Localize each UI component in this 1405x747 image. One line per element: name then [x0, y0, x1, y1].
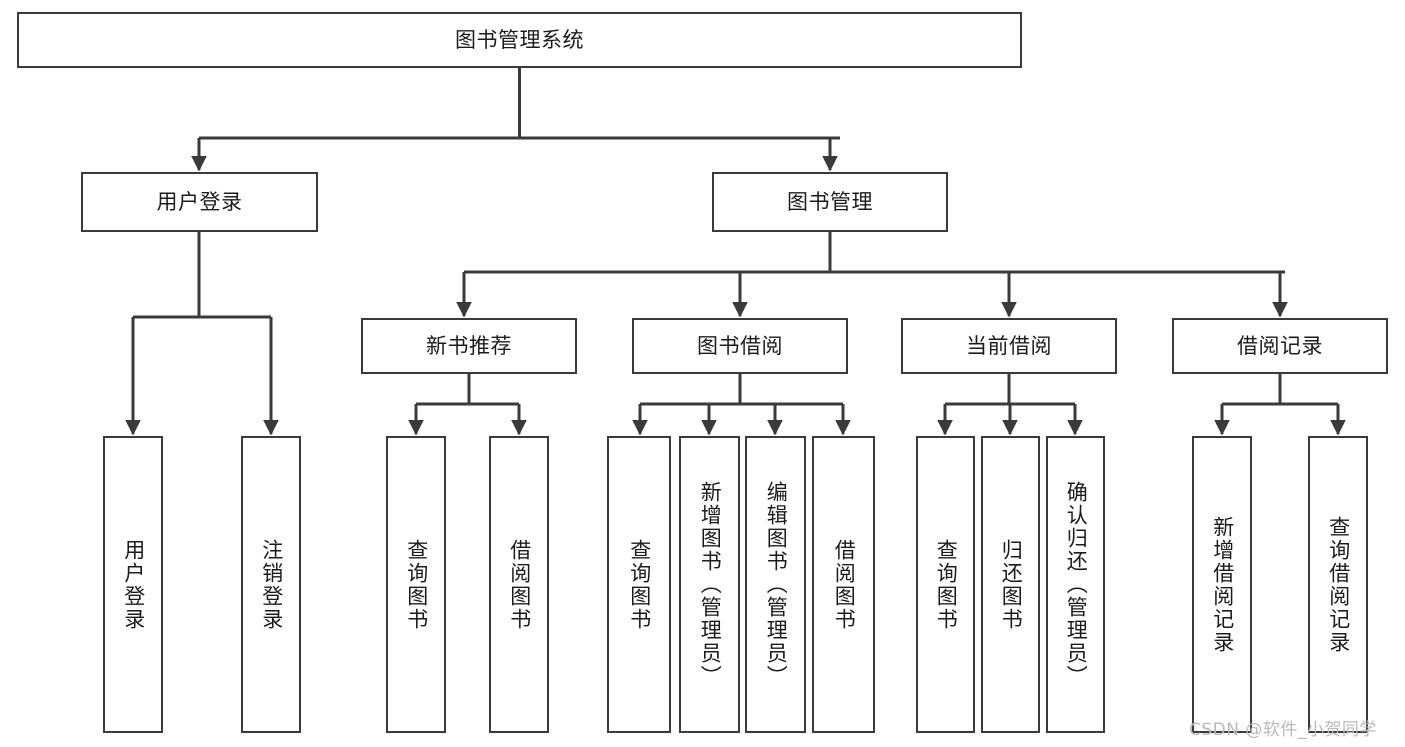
leaf-query-book-1-label: 查询图书: [404, 538, 429, 631]
csdn-watermark: CSDN @软件_小贺同学: [1189, 720, 1377, 740]
leaf-query-record-label: 查询借阅记录: [1326, 515, 1351, 654]
leaf-user-login-label: 用户登录: [121, 538, 146, 631]
leaf-borrow-book-2[interactable]: 借阅图书: [812, 436, 875, 733]
leaf-query-book-3[interactable]: 查询图书: [916, 436, 975, 733]
leaf-add-book[interactable]: 新增图书（管理员）: [679, 436, 740, 733]
leaf-borrow-book-1[interactable]: 借阅图书: [489, 436, 549, 733]
node-user-login[interactable]: 用户登录: [81, 172, 318, 232]
node-root-label: 图书管理系统: [455, 27, 584, 52]
node-current-borrow-label: 当前借阅: [966, 333, 1052, 358]
node-book-borrow-label: 图书借阅: [697, 333, 783, 358]
node-current-borrow[interactable]: 当前借阅: [901, 318, 1117, 374]
leaf-logout-login[interactable]: 注销登录: [241, 436, 301, 733]
leaf-add-record-label: 新增借阅记录: [1210, 515, 1235, 654]
leaf-borrow-book-2-label: 借阅图书: [832, 538, 857, 631]
leaf-query-book-2-label: 查询图书: [627, 538, 652, 631]
leaf-query-book-1[interactable]: 查询图书: [386, 436, 446, 733]
leaf-add-book-label: 新增图书（管理员）: [698, 481, 723, 688]
node-book-management[interactable]: 图书管理: [712, 172, 948, 232]
leaf-return-book[interactable]: 归还图书: [981, 436, 1040, 733]
leaf-logout-login-label: 注销登录: [259, 538, 284, 631]
leaf-confirm-return-label: 确认归还（管理员）: [1064, 481, 1089, 688]
leaf-user-login[interactable]: 用户登录: [103, 436, 163, 733]
leaf-edit-book[interactable]: 编辑图书（管理员）: [745, 436, 806, 733]
node-root[interactable]: 图书管理系统: [17, 12, 1022, 68]
node-borrow-record-label: 借阅记录: [1237, 333, 1323, 358]
node-borrow-record[interactable]: 借阅记录: [1172, 318, 1388, 374]
leaf-query-book-2[interactable]: 查询图书: [607, 436, 671, 733]
leaf-borrow-book-1-label: 借阅图书: [507, 538, 532, 631]
node-new-book-recommend[interactable]: 新书推荐: [361, 318, 577, 374]
leaf-return-book-label: 归还图书: [999, 538, 1024, 631]
leaf-confirm-return[interactable]: 确认归还（管理员）: [1046, 436, 1105, 733]
node-book-management-label: 图书管理: [787, 189, 873, 214]
leaf-query-record[interactable]: 查询借阅记录: [1308, 436, 1368, 733]
node-book-borrow[interactable]: 图书借阅: [632, 318, 848, 374]
leaf-add-record[interactable]: 新增借阅记录: [1192, 436, 1252, 733]
leaf-edit-book-label: 编辑图书（管理员）: [764, 481, 789, 688]
leaf-query-book-3-label: 查询图书: [934, 538, 959, 631]
node-user-login-label: 用户登录: [156, 189, 243, 214]
node-new-book-recommend-label: 新书推荐: [426, 333, 512, 358]
